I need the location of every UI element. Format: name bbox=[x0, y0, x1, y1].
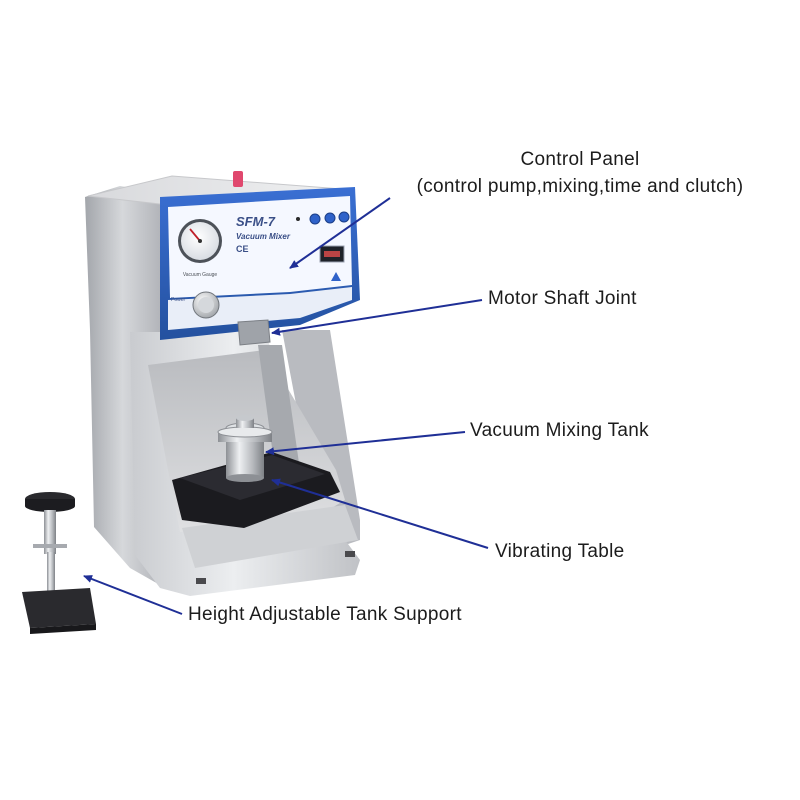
knob-label: Power bbox=[171, 297, 186, 303]
motor-shaft-joint bbox=[237, 319, 271, 346]
top-indicator-light bbox=[233, 171, 243, 187]
timer-display-digits bbox=[324, 251, 340, 257]
arrow-height-support bbox=[83, 575, 183, 615]
callout-vacuum-mixing-tank: Vacuum Mixing Tank bbox=[470, 420, 649, 441]
control-panel-face bbox=[168, 196, 352, 298]
power-led bbox=[296, 217, 300, 221]
brand-logo-icon bbox=[331, 272, 341, 281]
callout-control-panel: Control Panel (control pump,mixing,time … bbox=[380, 146, 780, 200]
callout-control-panel-detail: (control pump,mixing,time and clutch) bbox=[416, 176, 744, 197]
arrow-vibrating-table bbox=[271, 478, 489, 549]
arrow-motor-shaft bbox=[271, 299, 483, 336]
ce-mark: CE bbox=[236, 244, 249, 254]
panel-button-2[interactable] bbox=[324, 212, 336, 224]
panel-button-1[interactable] bbox=[309, 213, 321, 225]
machine-foot-right bbox=[345, 551, 355, 557]
base-front bbox=[182, 505, 358, 568]
mixer-machine: Vacuum Gauge SFM-7 Vacuum Mixer CE Power bbox=[85, 171, 360, 596]
height-adjustable-tank-support bbox=[22, 492, 96, 634]
callout-motor-shaft-joint: Motor Shaft Joint bbox=[488, 288, 637, 309]
arrow-vacuum-tank bbox=[265, 431, 466, 456]
callout-control-panel-title: Control Panel bbox=[520, 149, 640, 170]
vacuum-gauge: Vacuum Gauge bbox=[178, 219, 222, 278]
shaft-column bbox=[258, 345, 300, 470]
callout-arrows bbox=[83, 197, 489, 615]
callout-vibrating-table: Vibrating Table bbox=[495, 541, 625, 562]
product-name: Vacuum Mixer bbox=[236, 232, 291, 241]
model-name: SFM-7 bbox=[236, 214, 276, 229]
vacuum-mixing-tank bbox=[217, 415, 273, 482]
arrow-control-panel bbox=[289, 197, 391, 269]
machine-foot-left bbox=[196, 578, 206, 584]
power-knob[interactable] bbox=[192, 291, 220, 319]
panel-button-3[interactable] bbox=[338, 211, 350, 223]
gauge-label: Vacuum Gauge bbox=[183, 272, 218, 278]
callout-height-adjustable-tank-support: Height Adjustable Tank Support bbox=[188, 604, 462, 625]
